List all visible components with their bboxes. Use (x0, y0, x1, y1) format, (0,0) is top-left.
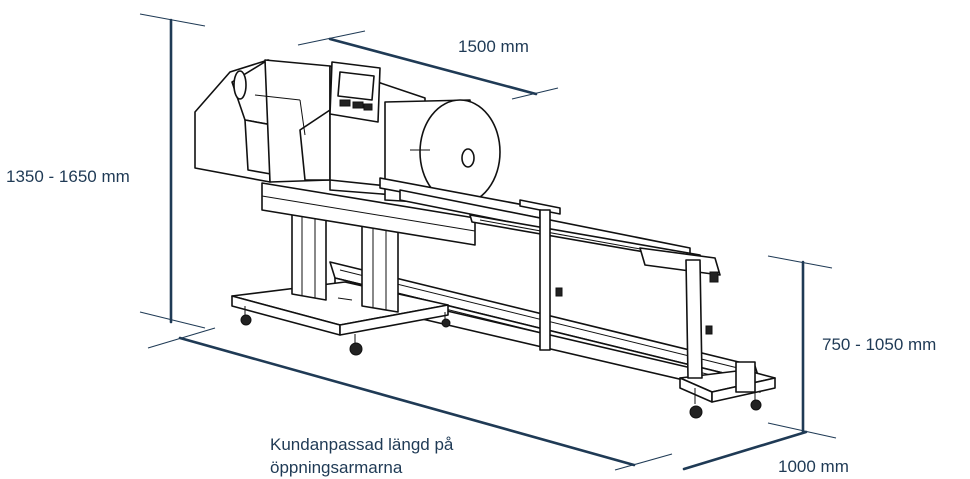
height-bottom-extension (139, 311, 206, 329)
length-label-line1: Kundanpassad längd på (270, 435, 454, 454)
arm-height-top-extension (767, 255, 833, 269)
dimension-lines (139, 13, 837, 471)
length-dimension-line (178, 336, 636, 467)
rear-right-caster (750, 392, 762, 411)
height-label: 1350 - 1650 mm (6, 167, 130, 186)
height-top-extension (139, 13, 206, 27)
dimension-labels: 1500 mm 1350 - 1650 mm 750 - 1050 mm Kun… (6, 37, 936, 477)
depth-dimension-line (682, 430, 808, 471)
front-right-caster (349, 334, 363, 356)
control-panel (329, 61, 381, 123)
length-label-line2: öppningsarmarna (270, 458, 403, 477)
depth-label: 1000 mm (778, 457, 849, 476)
front-left-caster (240, 306, 252, 326)
length-right-extension (614, 453, 673, 471)
rear-base (679, 361, 776, 419)
film-roll (384, 99, 501, 206)
rear-caster (441, 312, 451, 328)
front-base (231, 281, 451, 356)
machine-illustration (194, 59, 776, 419)
width-left-extension (297, 30, 366, 46)
upright-posts (539, 209, 719, 379)
opening-arms (469, 199, 721, 276)
rear-left-caster (689, 388, 703, 419)
width-label: 1500 mm (458, 37, 529, 56)
width-dimension-line (328, 37, 538, 96)
arm-height-label: 750 - 1050 mm (822, 335, 936, 354)
